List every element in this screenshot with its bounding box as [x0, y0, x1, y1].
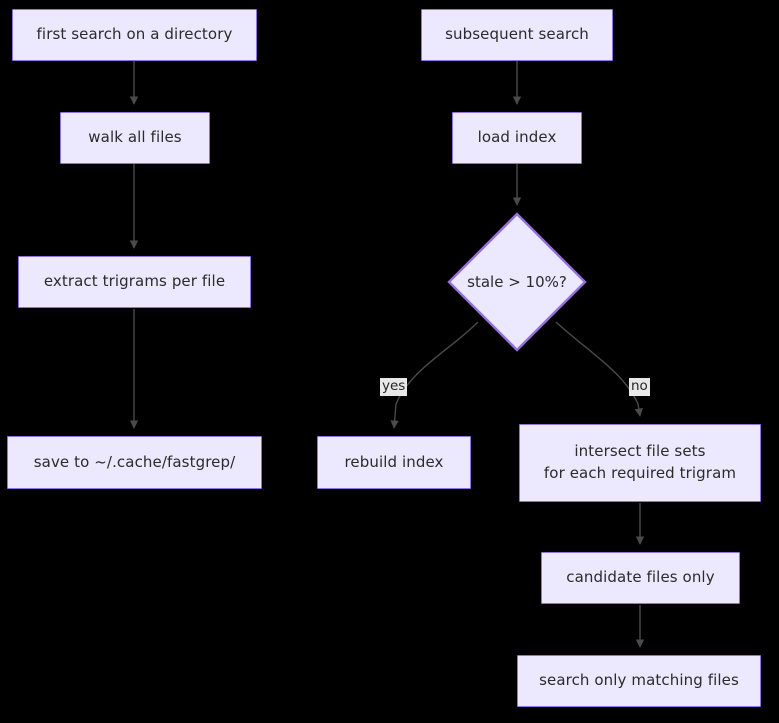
node-extract-trigrams[interactable]: extract trigrams per file	[18, 256, 251, 308]
node-stale-decision-label: stale > 10%?	[467, 273, 567, 291]
edge-label-yes: yes	[380, 378, 408, 396]
node-candidate-files-label: candidate files only	[566, 568, 715, 587]
node-load-index[interactable]: load index	[452, 112, 582, 164]
node-save-cache[interactable]: save to ~/.cache/fastgrep/	[7, 436, 262, 489]
node-subsequent-search-label: subsequent search	[445, 25, 589, 44]
node-rebuild-index-label: rebuild index	[344, 452, 444, 471]
node-candidate-files[interactable]: candidate files only	[541, 552, 740, 604]
diamond-shape	[447, 212, 587, 352]
edge-label-no: no	[629, 378, 650, 396]
node-search-only-matching[interactable]: search only matching files	[517, 655, 761, 707]
node-extract-trigrams-label: extract trigrams per file	[43, 272, 226, 291]
node-first-search-label: first search on a directory	[36, 25, 233, 44]
node-intersect-file-sets[interactable]: intersect file sets for each required tr…	[519, 424, 761, 502]
node-intersect-file-sets-label: intersect file sets for each required tr…	[543, 442, 737, 482]
node-walk-all-files[interactable]: walk all files	[60, 112, 210, 164]
node-subsequent-search[interactable]: subsequent search	[421, 9, 613, 61]
node-rebuild-index[interactable]: rebuild index	[317, 436, 471, 489]
node-search-only-matching-label: search only matching files	[539, 671, 739, 690]
node-load-index-label: load index	[477, 128, 557, 147]
node-first-search[interactable]: first search on a directory	[12, 9, 257, 61]
node-save-cache-label: save to ~/.cache/fastgrep/	[33, 452, 236, 471]
node-stale-decision[interactable]: stale > 10%?	[447, 212, 587, 352]
node-walk-all-files-label: walk all files	[88, 128, 182, 147]
